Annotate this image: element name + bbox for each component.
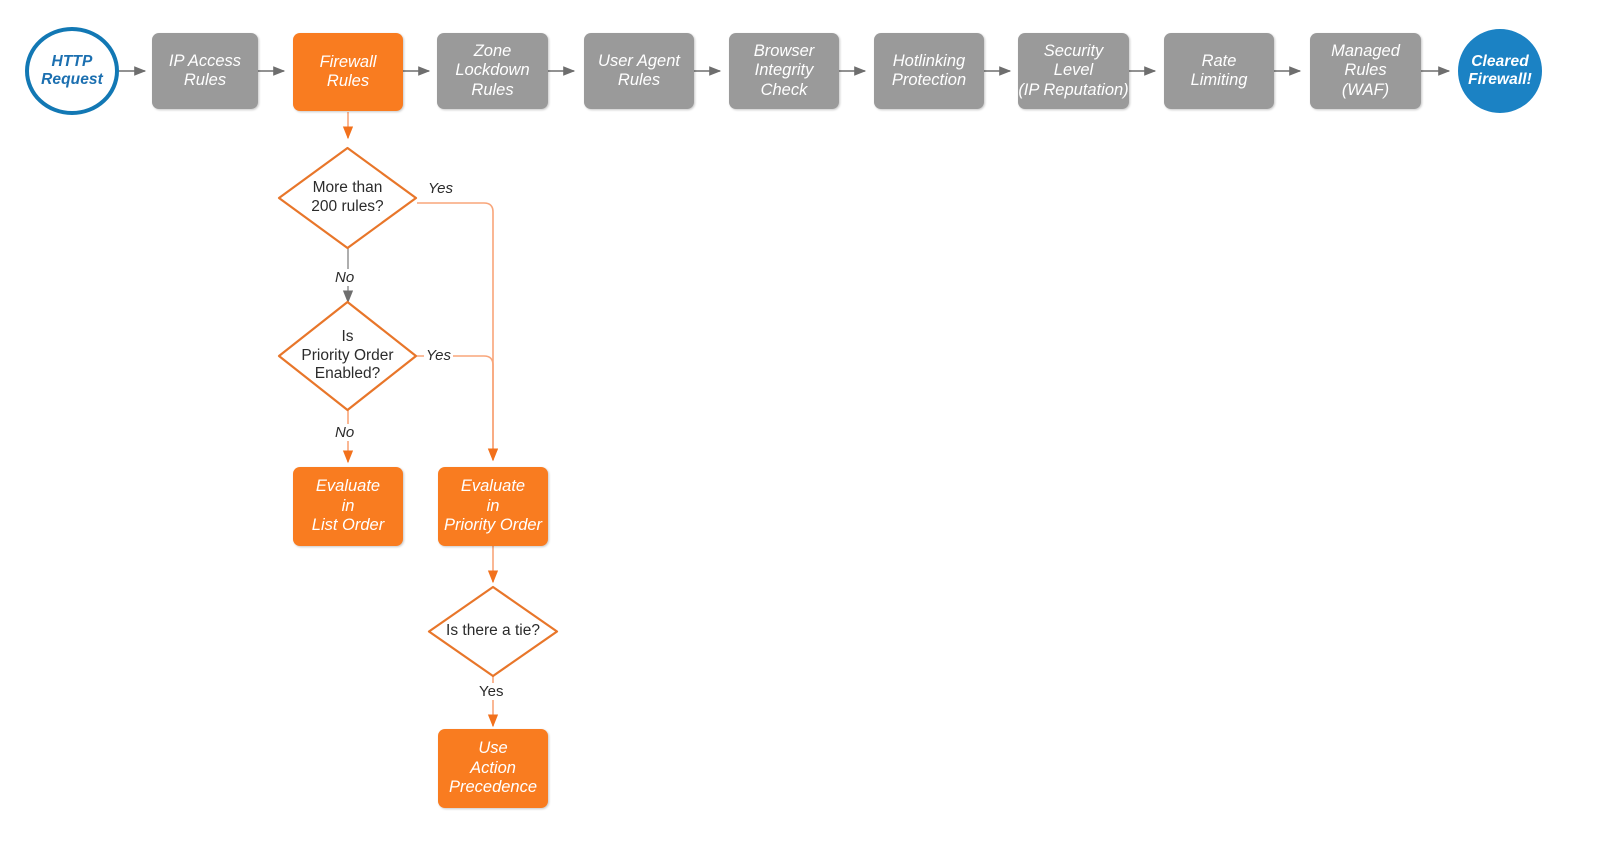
node-security-level[interactable]: Security Level (IP Reputation) — [1018, 33, 1129, 109]
node-hotlinking-protection-label: Hotlinking Protection — [891, 51, 967, 89]
node-security-level-label: Security Level (IP Reputation) — [1018, 41, 1129, 99]
node-ip-access-rules-label: IP Access Rules — [168, 51, 242, 89]
node-rate-limiting[interactable]: Rate Limiting — [1164, 33, 1274, 109]
node-rate-limiting-label: Rate Limiting — [1190, 51, 1248, 89]
edge-label-no-rules-count: No — [333, 269, 357, 286]
node-http-request[interactable]: HTTP Request — [25, 27, 119, 115]
node-http-request-label: HTTP Request — [41, 52, 103, 88]
edge-label-no-priority-order: No — [333, 424, 357, 441]
node-managed-rules-waf[interactable]: Managed Rules (WAF) — [1310, 33, 1421, 109]
node-cleared-firewall[interactable]: Cleared Firewall! — [1458, 29, 1542, 113]
node-evaluate-in-list-order-label: Evaluate in List Order — [311, 477, 385, 535]
decision-is-there-a-tie[interactable]: Is there a tie? — [427, 585, 559, 678]
node-firewall-rules[interactable]: Firewall Rules — [293, 33, 403, 111]
decision-more-than-200-rules-label: More than 200 rules? — [311, 179, 384, 215]
edge-label-yes-tie: Yes — [477, 683, 506, 700]
node-browser-integrity-check[interactable]: Browser Integrity Check — [729, 33, 839, 109]
node-use-action-precedence[interactable]: Use Action Precedence — [438, 729, 548, 808]
decision-is-there-a-tie-label: Is there a tie? — [446, 622, 540, 640]
node-use-action-precedence-label: Use Action Precedence — [448, 739, 538, 797]
node-browser-integrity-check-label: Browser Integrity Check — [753, 41, 815, 99]
node-zone-lockdown-rules[interactable]: Zone Lockdown Rules — [437, 33, 548, 109]
node-hotlinking-protection[interactable]: Hotlinking Protection — [874, 33, 984, 109]
edge-priority-order-yes-to-evaluate-priority — [417, 355, 499, 462]
decision-is-priority-order-enabled-label: Is Priority Order Enabled? — [301, 327, 394, 383]
node-zone-lockdown-rules-label: Zone Lockdown Rules — [455, 41, 530, 99]
node-user-agent-rules-label: User Agent Rules — [598, 51, 680, 89]
node-evaluate-in-priority-order-label: Evaluate in Priority Order — [443, 477, 543, 535]
node-ip-access-rules[interactable]: IP Access Rules — [152, 33, 258, 109]
edge-rules-count-yes-to-evaluate-priority — [417, 202, 499, 462]
node-firewall-rules-label: Firewall Rules — [319, 52, 377, 90]
node-user-agent-rules[interactable]: User Agent Rules — [584, 33, 694, 109]
decision-is-priority-order-enabled[interactable]: Is Priority Order Enabled? — [277, 300, 418, 412]
decision-more-than-200-rules[interactable]: More than 200 rules? — [277, 146, 418, 250]
node-cleared-firewall-label: Cleared Firewall! — [1468, 52, 1532, 88]
node-evaluate-in-priority-order[interactable]: Evaluate in Priority Order — [438, 467, 548, 546]
node-evaluate-in-list-order[interactable]: Evaluate in List Order — [293, 467, 403, 546]
edge-label-yes-rules-count: Yes — [426, 180, 456, 197]
node-managed-rules-waf-label: Managed Rules (WAF) — [1331, 41, 1400, 99]
edge-label-yes-priority-order: Yes — [424, 347, 454, 364]
